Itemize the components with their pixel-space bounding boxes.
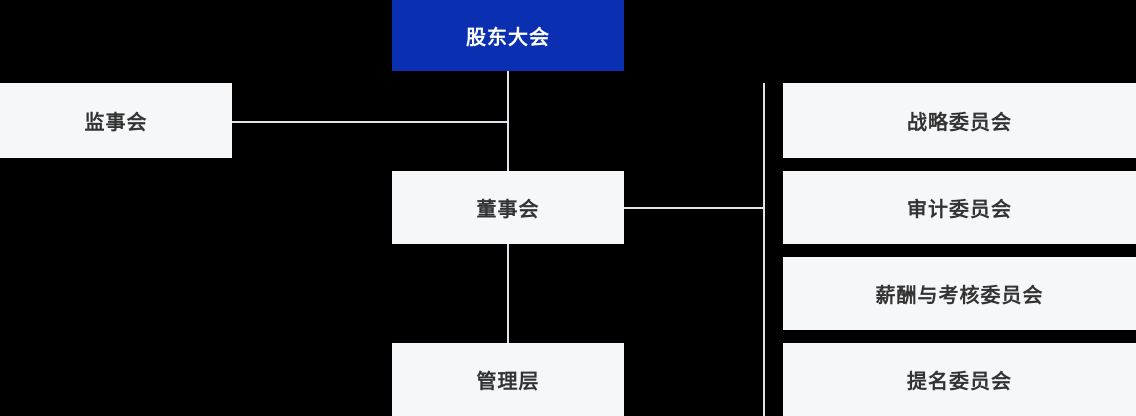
connector-board-to-committees	[624, 207, 764, 209]
node-management: 管理层	[392, 343, 624, 416]
node-remuneration-assessment-committee: 薪酬与考核委员会	[783, 257, 1136, 330]
node-audit-committee: 审计委员会	[783, 171, 1136, 244]
node-shareholders-meeting: 股东大会	[392, 0, 624, 71]
node-board-of-directors: 董事会	[392, 171, 624, 244]
connector-supervisory-to-trunk	[232, 121, 508, 123]
node-strategy-committee: 战略委员会	[783, 83, 1136, 158]
connector-committees-trunk	[763, 83, 765, 416]
node-nomination-committee: 提名委员会	[783, 343, 1136, 416]
node-supervisory-board: 监事会	[0, 83, 232, 158]
